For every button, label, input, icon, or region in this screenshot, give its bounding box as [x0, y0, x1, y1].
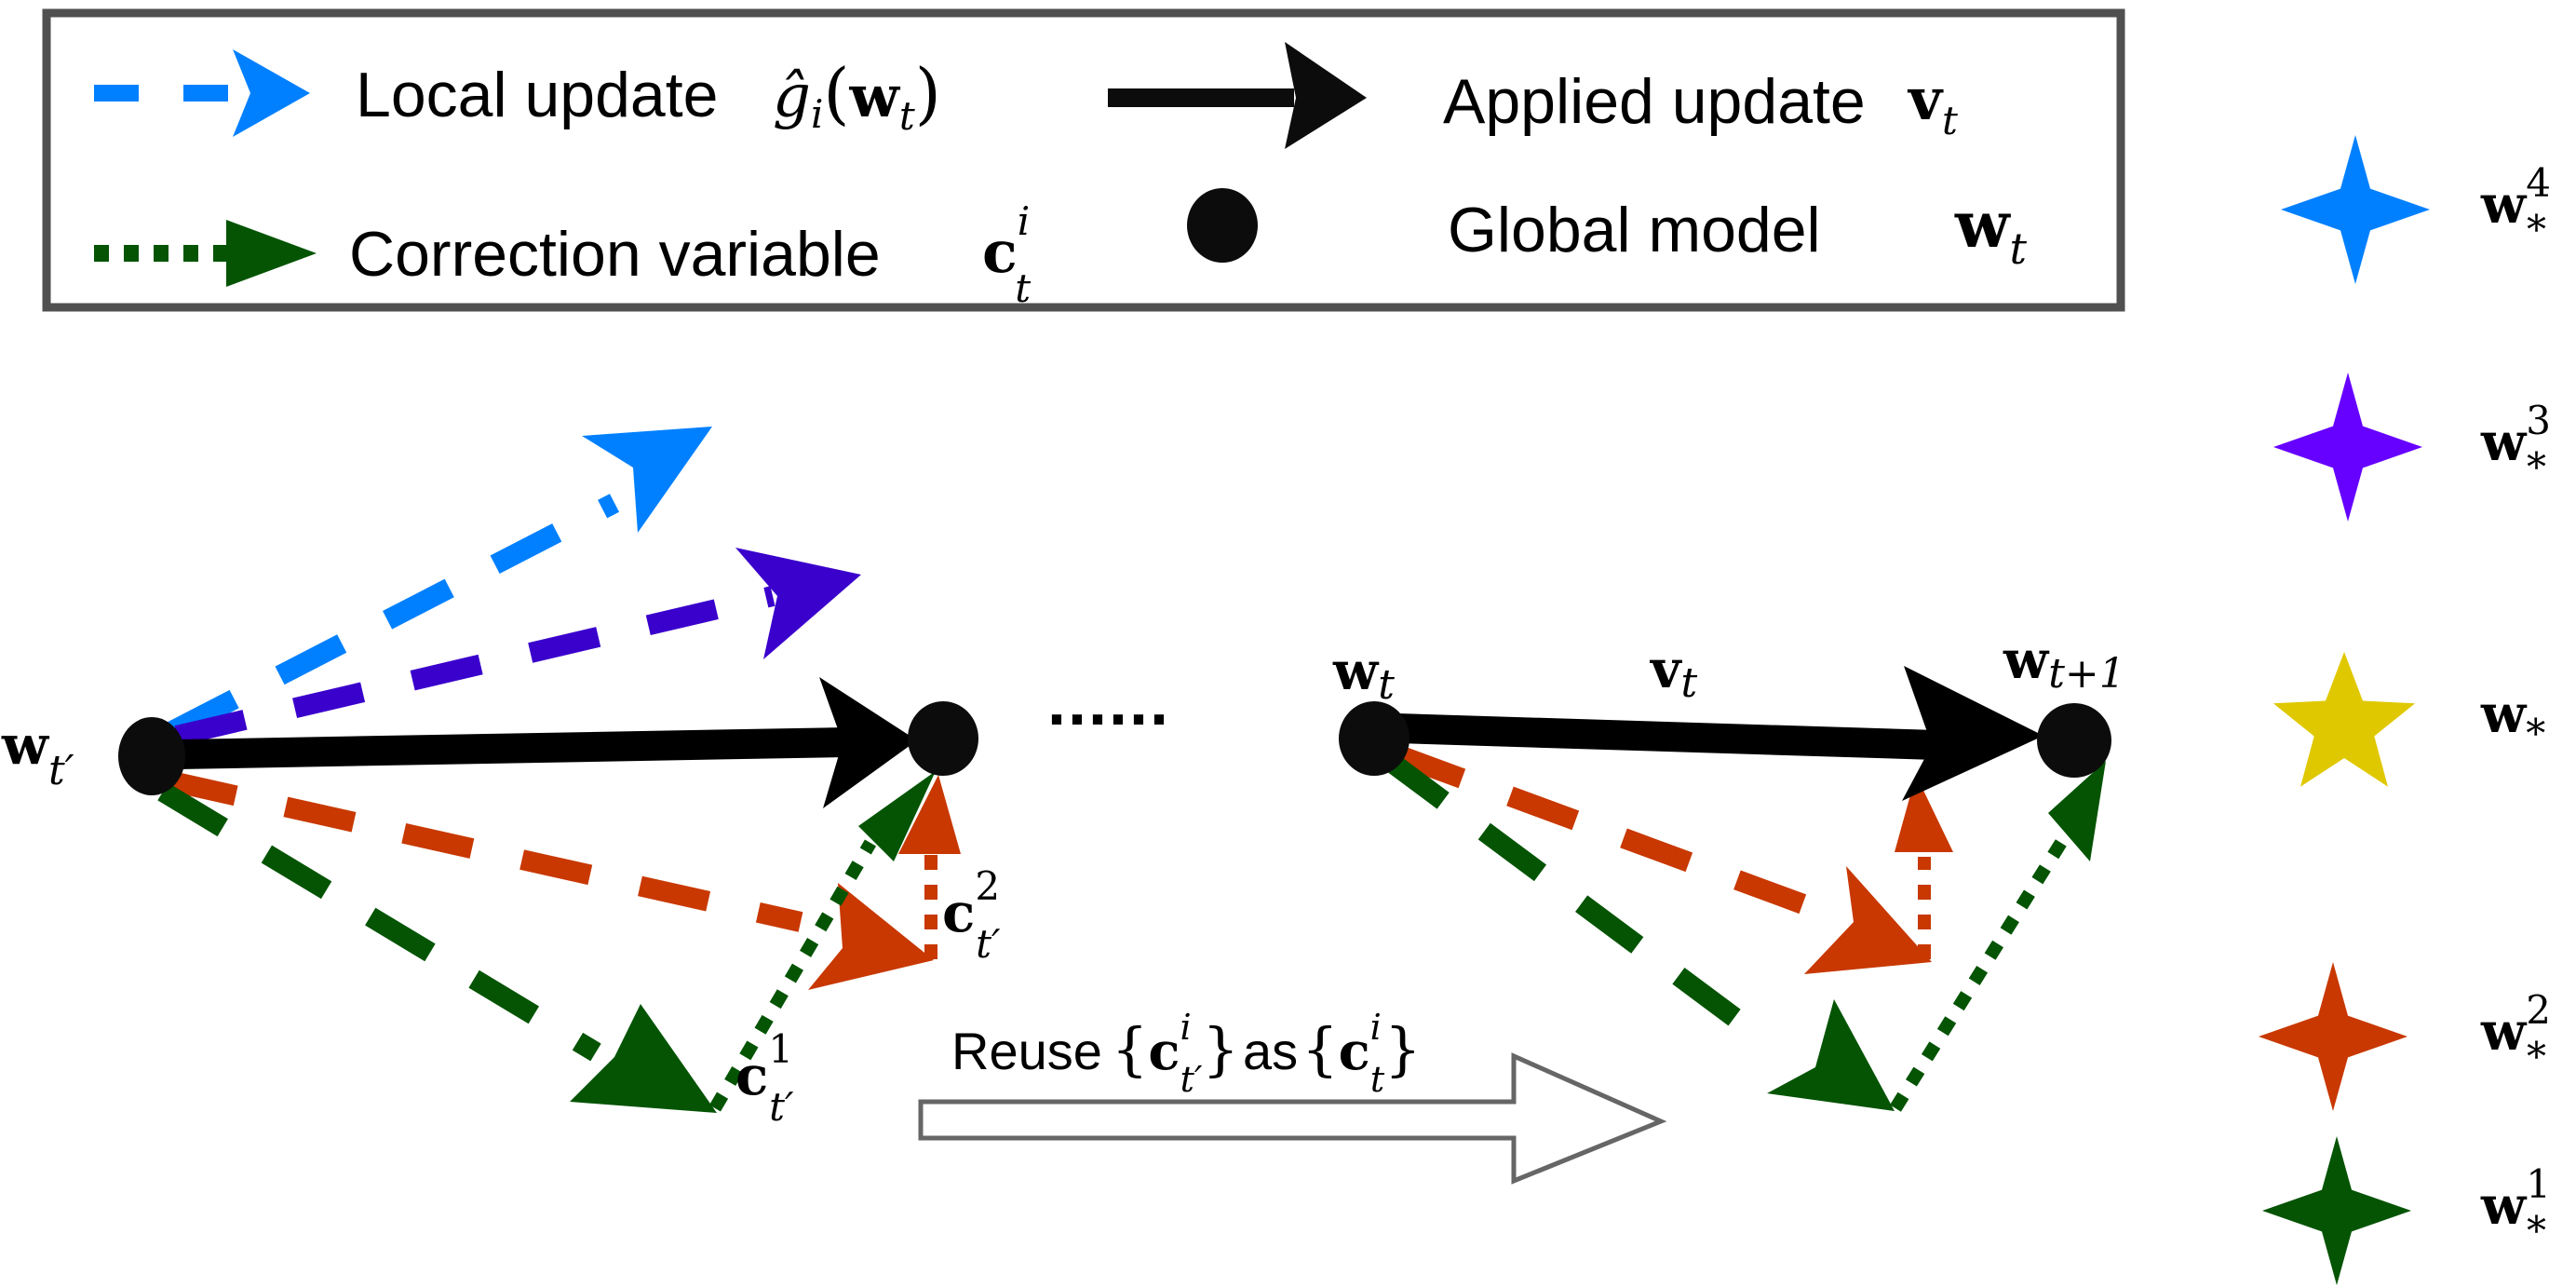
optimum-label: w3* — [2480, 398, 2551, 490]
local-update-client1-line — [1381, 751, 1775, 1051]
four-point-star-icon — [2281, 135, 2430, 284]
optima-legend: w4* w3* w* w2* w1* — [2259, 135, 2551, 1285]
four-point-star-icon — [2262, 1136, 2411, 1285]
legend-math-local-update: ĝi(wt) — [773, 54, 941, 139]
optimum-item: w1* — [2262, 1136, 2551, 1285]
applied-update-right-arrowhead-icon — [1902, 666, 2043, 801]
five-point-star-icon — [2273, 652, 2416, 787]
local-update-client1-arrowhead-icon — [570, 1004, 717, 1113]
local-update-client2-line — [1393, 744, 1842, 928]
legend-label-local-update: Local update — [356, 60, 718, 130]
local-update-client2-arrowhead-icon — [1804, 866, 1932, 974]
four-point-star-icon — [2273, 373, 2422, 522]
correction-c1-arrowhead-icon — [2048, 761, 2106, 861]
local-update-client2-line — [165, 770, 803, 932]
global-model-node-tprime — [118, 717, 185, 795]
legend-math-applied-update: vt — [1907, 65, 1958, 143]
legend: Local update ĝi(wt) Correction variable … — [42, 8, 2125, 312]
optimum-item: w4* — [2281, 135, 2551, 284]
applied-update-left-line — [176, 727, 848, 769]
legend-arrowhead-icon — [233, 49, 310, 137]
applied-update-right-line — [1396, 713, 1937, 760]
local-update-client3-arrowhead-icon — [735, 548, 861, 659]
local-update-client4-line — [167, 494, 620, 740]
node-label-w-t-plus-1: wt+1 — [2003, 630, 2125, 698]
optimum-item: w2* — [2259, 962, 2551, 1111]
global-model-node-t — [1339, 701, 1409, 776]
optimum-label: w4* — [2480, 160, 2551, 252]
legend-label-applied-update: Applied update — [1443, 66, 1866, 137]
optimum-label: w* — [2480, 684, 2545, 756]
local-update-client1-line — [157, 782, 601, 1062]
legend-item-global-model: Global model wt — [1187, 188, 2028, 274]
local-update-client1-arrowhead-icon — [1767, 999, 1895, 1111]
global-model-node-t-plus-1 — [2037, 703, 2111, 778]
local-update-client2-arrowhead-icon — [808, 883, 934, 990]
correction-c1-line — [708, 839, 877, 1112]
local-update-client3-line — [174, 586, 775, 746]
ellipsis-dots: ...... — [1047, 665, 1170, 739]
legend-arrowhead-icon — [1285, 42, 1367, 149]
correction-c2-arrowhead-icon — [1895, 775, 1953, 852]
legend-node-icon — [1187, 188, 1258, 263]
correction-c2-arrowhead-icon — [898, 775, 961, 854]
legend-item-applied-update: Applied update vt — [1108, 42, 1958, 149]
node-label-w-t: wt — [1332, 641, 1395, 709]
correction-c1-arrowhead-icon — [858, 771, 936, 861]
optimum-item: w3* — [2273, 373, 2551, 522]
applied-update-left-arrowhead-icon — [819, 677, 917, 808]
node-label-w-tprime: wt′ — [1, 713, 74, 794]
legend-label-global-model: Global model — [1448, 195, 1821, 265]
correction-c1-line — [1890, 830, 2072, 1112]
legend-label-correction-variable: Correction variable — [349, 219, 881, 290]
legend-item-local-update: Local update ĝi(wt) — [94, 49, 941, 139]
reuse-hollow-arrow-icon — [918, 1052, 1667, 1185]
optimum-label: w2* — [2480, 987, 2551, 1079]
local-update-client4-arrowhead-icon — [582, 427, 712, 533]
global-model-node-tprime-next — [908, 701, 978, 776]
legend-math-global-model: wt — [1954, 188, 2028, 274]
optimum-item: w* — [2273, 652, 2545, 787]
four-point-star-icon — [2259, 962, 2407, 1111]
round-t-cluster: wt vt wt+1 — [1332, 630, 2125, 1112]
legend-box — [42, 8, 2125, 312]
legend-arrowhead-icon — [226, 220, 317, 287]
optimum-label: w1* — [2480, 1161, 2551, 1254]
update-label-v-t: vt — [1649, 639, 1698, 707]
